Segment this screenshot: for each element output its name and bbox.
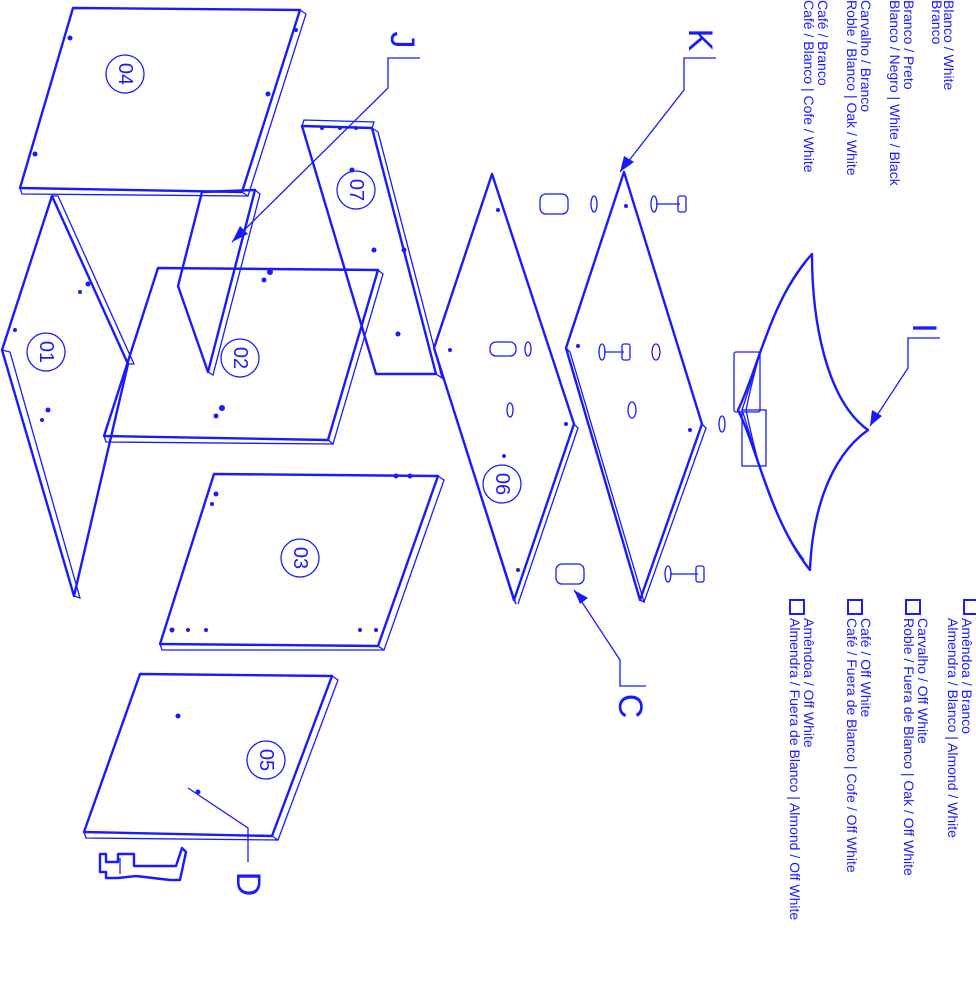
color-option-amendoa-offwhite-en: Almendra / Fuera de Blanco | Almond / Of…	[787, 618, 803, 920]
panel-01: 01	[0, 194, 136, 600]
color-option-branco: Branco	[929, 0, 945, 45]
color-option-branco-preto-en: Blanco / Negro | White / Black	[887, 0, 903, 187]
part-number-05: 05	[255, 749, 277, 771]
checkbox-carvalho-offwhite[interactable]	[905, 599, 921, 615]
color-option-carvalho-offwhite: Carvalho / Off White	[915, 618, 931, 744]
panel-k	[564, 170, 707, 604]
callout-k: K	[681, 29, 719, 52]
panel-07: 07	[300, 119, 444, 380]
panel-04: 04	[18, 6, 307, 198]
color-options-left: Branco Blanco / White Branco / Preto Bla…	[801, 0, 957, 187]
color-option-cafe-branco-en: Café / Blanco | Cofe / White	[801, 0, 817, 173]
color-option-carvalho-offwhite-en: Roble / Fuera de Blanco | Oak / Off Whit…	[901, 618, 917, 876]
callout-d: D	[229, 872, 267, 897]
callout-c: C	[611, 694, 649, 719]
panel-02: 02	[102, 266, 401, 446]
callout-j: J	[383, 32, 421, 49]
checkbox-amendoa-branco[interactable]	[963, 599, 976, 615]
checkbox-cafe-offwhite[interactable]	[847, 599, 863, 615]
part-number-07: 07	[345, 179, 367, 201]
color-option-branco-preto: Branco / Preto	[901, 0, 917, 90]
part-number-01: 01	[35, 341, 57, 363]
part-i	[733, 252, 870, 572]
hardware	[539, 193, 726, 585]
part-number-04: 04	[114, 63, 136, 85]
color-option-amendoa-offwhite: Amêndoa / Off White	[801, 618, 817, 748]
part-number-02: 02	[229, 347, 251, 369]
leaders	[187, 57, 940, 862]
part-d	[98, 846, 188, 882]
callout-labels: J K I C D	[229, 29, 943, 897]
part-number-03: 03	[289, 547, 311, 569]
checkbox-amendoa-offwhite[interactable]	[789, 599, 805, 615]
callout-i: I	[905, 323, 943, 332]
color-option-carvalho-branco: Carvalho / Branco	[858, 0, 874, 112]
color-option-cafe-offwhite-en: Café / Fuera de Blanco | Cofe / Off Whit…	[844, 618, 860, 873]
color-option-amendoa-branco: Amêndoa / Branco	[959, 618, 975, 734]
color-option-branco-en: Blanco / White	[941, 0, 957, 90]
panel-05: 05	[82, 672, 339, 841]
panel-03: 03	[158, 472, 445, 652]
part-number-06: 06	[491, 473, 513, 495]
color-option-amendoa-branco-en: Almendra / Blanco | Almond / White	[945, 618, 961, 838]
color-options-right: Amêndoa / Branco Almendra / Blanco | Alm…	[787, 599, 976, 920]
panel-j	[176, 188, 261, 377]
panel-06: 06	[432, 172, 579, 605]
color-option-carvalho-branco-en: Roble / Blanco | Oak / White	[844, 0, 860, 176]
color-option-cafe-offwhite: Café / Off White	[858, 618, 874, 718]
color-option-cafe-branco: Café / Branco	[815, 0, 831, 86]
